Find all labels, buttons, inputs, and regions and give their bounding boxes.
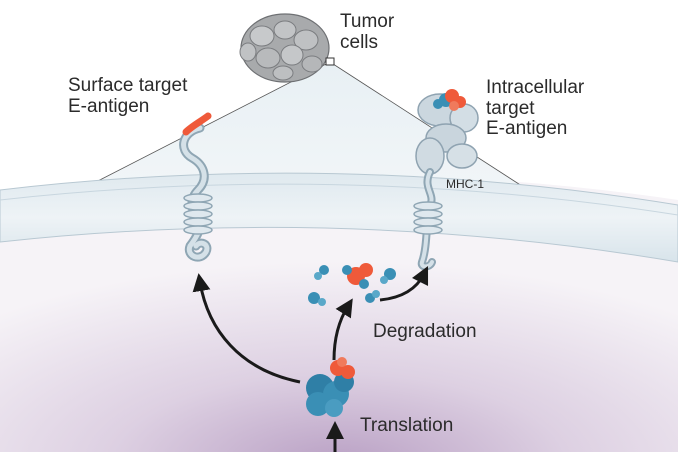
cell-membrane-line bbox=[0, 183, 678, 216]
surface-antigen bbox=[182, 112, 212, 136]
arrow-to-mhc bbox=[379, 265, 429, 302]
arrow-to-surface bbox=[192, 273, 301, 384]
surface-target-label: Surface target E-antigen bbox=[68, 75, 188, 117]
tumor-cells-label: Tumor cells bbox=[340, 11, 395, 53]
translated-protein bbox=[306, 357, 355, 417]
translation-label: Translation bbox=[360, 415, 454, 436]
degradation-fragments bbox=[308, 263, 396, 306]
mhc-complex bbox=[413, 93, 479, 271]
surface-receptor bbox=[179, 123, 213, 262]
tumor-cells-icon bbox=[239, 13, 335, 83]
arrow-to-degradation bbox=[332, 298, 353, 361]
intracellular-target-label: Intracellular target E-antigen bbox=[486, 77, 585, 140]
intracellular-antigen bbox=[433, 89, 466, 111]
mhc-label: MHC-1 bbox=[446, 177, 484, 191]
degradation-label: Degradation bbox=[373, 321, 477, 342]
